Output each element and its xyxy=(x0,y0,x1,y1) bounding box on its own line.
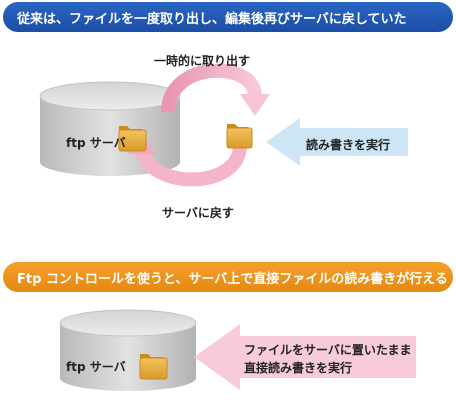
read-write-label: 読み書きを実行 xyxy=(306,138,391,152)
direct-access-arrow xyxy=(194,324,416,390)
banner-after: Ftp コントロールを使うと、サーバ上で直接ファイルの読み書きが行える xyxy=(3,262,453,292)
server-label-top: ftp サーバ xyxy=(66,136,126,150)
server-label-bottom: ftp サーバ xyxy=(66,360,126,374)
direct-label-line2: 直接読み書きを実行 xyxy=(244,361,353,375)
server-cylinder-bottom xyxy=(59,309,197,391)
read-write-arrow xyxy=(266,118,408,166)
server-cylinder-top xyxy=(39,81,181,176)
banner-after-text: Ftp コントロールを使うと、サーバ上で直接ファイルの読み書きが行える xyxy=(17,271,448,287)
direct-label-line1: ファイルをサーバに置いたまま xyxy=(244,343,412,357)
banner-before: 従来は、ファイルを一度取り出し、編集後再びサーバに戻していた xyxy=(3,2,453,32)
folder-icon-bottom-server xyxy=(139,354,168,380)
return-label: サーバに戻す xyxy=(162,206,234,220)
folder-icon-top-server xyxy=(118,126,147,152)
folder-icon-extracted xyxy=(226,124,253,149)
banner-before-text: 従来は、ファイルを一度取り出し、編集後再びサーバに戻していた xyxy=(17,11,407,27)
take-out-label: 一時的に取り出す xyxy=(154,54,251,68)
take-out-arrow xyxy=(161,63,270,116)
